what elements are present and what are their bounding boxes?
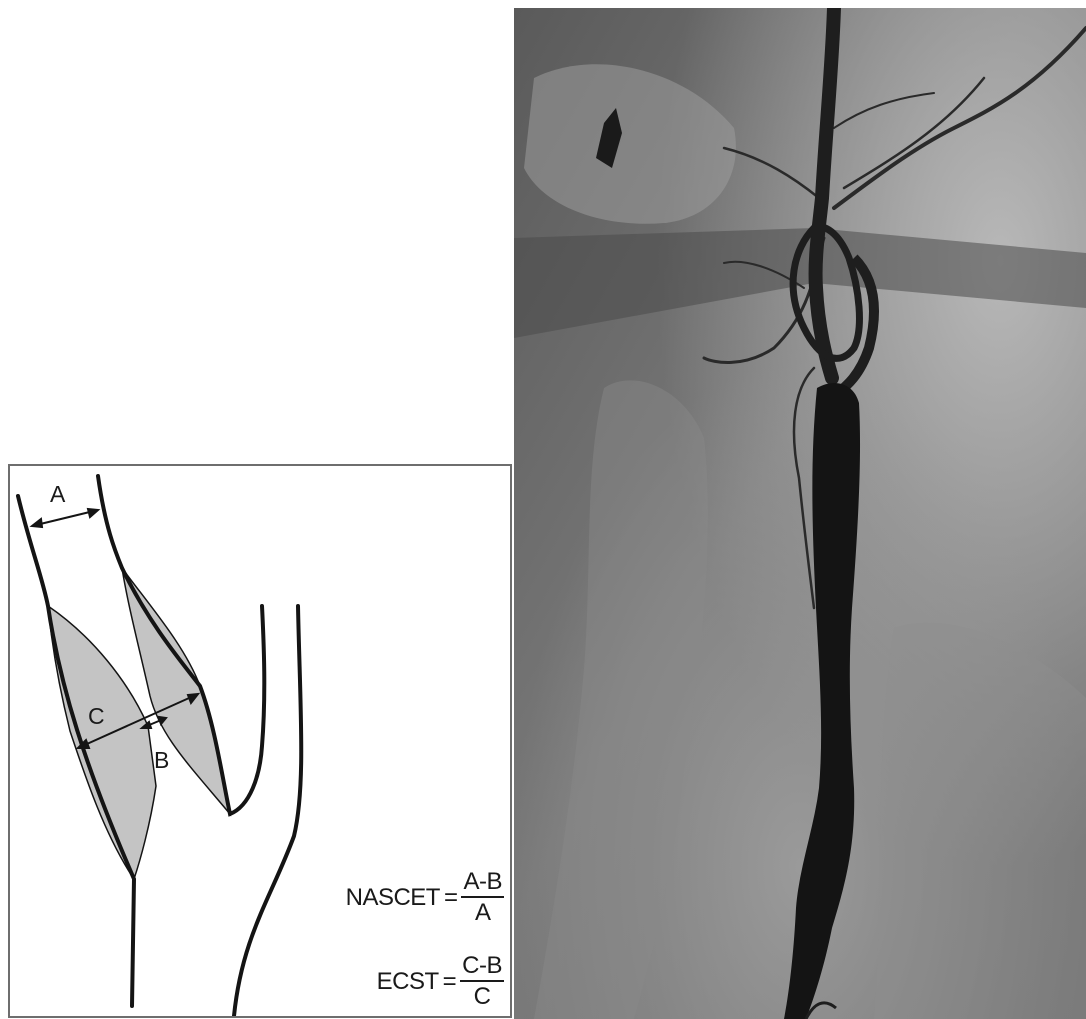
nascet-equals: = bbox=[444, 884, 458, 912]
vessel-external-wall bbox=[234, 606, 301, 1016]
label-b: B bbox=[154, 747, 169, 773]
nascet-numerator: A-B bbox=[461, 870, 504, 898]
ecst-fraction: C-B C bbox=[460, 954, 504, 1009]
label-a: A bbox=[50, 481, 66, 507]
measure-a-arrow bbox=[32, 509, 98, 527]
nascet-formula: NASCET = A-B A bbox=[346, 870, 504, 925]
angiogram-rendering bbox=[514, 8, 1086, 1019]
stenosis-diagram-panel: A C B NASCET = A-B A ECST = C-B C bbox=[8, 464, 512, 1018]
label-c: C bbox=[88, 703, 105, 729]
nascet-name: NASCET bbox=[346, 884, 440, 912]
ecst-name: ECST bbox=[377, 968, 439, 996]
ecst-denominator: C bbox=[474, 982, 491, 1009]
carotid-angiogram-image bbox=[514, 8, 1086, 1019]
ecst-formula: ECST = C-B C bbox=[377, 954, 504, 1009]
carotid-bifurcation-diagram: A C B bbox=[10, 466, 512, 1018]
nascet-denominator: A bbox=[475, 898, 491, 925]
nascet-fraction: A-B A bbox=[461, 870, 504, 925]
ecst-equals: = bbox=[443, 968, 457, 996]
ecst-numerator: C-B bbox=[460, 954, 504, 982]
